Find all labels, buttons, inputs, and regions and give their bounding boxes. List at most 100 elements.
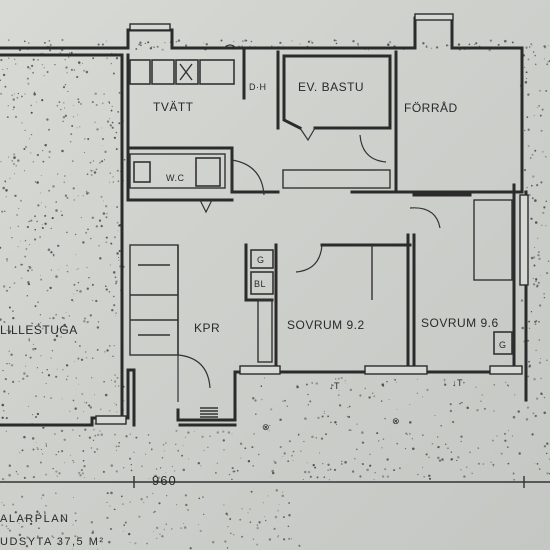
speckle-dot [39, 314, 42, 316]
speckle-dot [535, 397, 539, 400]
speckle-dot [5, 189, 8, 192]
speckle-dot [381, 475, 385, 478]
speckle-dot [483, 407, 486, 410]
speckle-dot [1, 403, 5, 407]
speckle-dot [116, 205, 119, 209]
speckle-dot [128, 532, 131, 536]
speckle-dot [534, 415, 537, 418]
speckle-dot [209, 435, 211, 437]
speckle-dot [34, 347, 37, 350]
speckle-dot [33, 91, 36, 94]
speckle-dot [54, 63, 56, 66]
speckle-dot [14, 93, 15, 95]
speckle-dot [114, 276, 117, 279]
speckle-dot [80, 216, 83, 219]
speckle-dot [13, 153, 16, 156]
speckle-dot [297, 434, 300, 436]
speckle-dot [369, 464, 372, 467]
speckle-dot [65, 378, 68, 381]
speckle-dot [144, 42, 146, 45]
speckle-dot [101, 102, 104, 105]
speckle-dot [111, 121, 114, 124]
speckle-dot [50, 269, 53, 271]
speckle-dot [434, 414, 436, 417]
speckle-dot [41, 497, 42, 499]
speckle-dot [226, 547, 229, 549]
speckle-dot [351, 470, 355, 473]
speckle-dot [155, 526, 159, 530]
speckle-dot [88, 277, 90, 279]
speckle-dot [66, 196, 69, 199]
speckle-dot [504, 439, 507, 442]
speckle-dot [21, 263, 23, 266]
speckle-dot [11, 94, 14, 97]
speckle-dot [57, 451, 60, 453]
speckle-dot [40, 322, 42, 324]
speckle-dot [12, 316, 15, 320]
speckle-dot [421, 396, 424, 398]
speckle-dot [74, 341, 77, 343]
speckle-dot [233, 40, 235, 42]
speckle-dot [307, 393, 309, 396]
speckle-dot [177, 39, 181, 42]
speckle-dot [504, 381, 507, 384]
speckle-dot [7, 393, 10, 395]
speckle-dot [227, 431, 231, 434]
speckle-dot [540, 377, 543, 380]
speckle-dot [307, 40, 310, 43]
speckle-dot [134, 542, 137, 545]
speckle-dot [459, 402, 461, 405]
speckle-dot [535, 349, 537, 352]
speckle-dot [37, 59, 39, 61]
speckle-dot [147, 41, 150, 44]
speckle-dot [62, 115, 66, 119]
speckle-dot [541, 224, 543, 226]
speckle-dot [111, 308, 114, 312]
speckle-dot [252, 465, 255, 467]
speckle-dot [55, 375, 58, 378]
speckle-dot [108, 101, 110, 103]
speckle-dot [63, 462, 65, 464]
speckle-dot [341, 460, 343, 463]
speckle-dot [32, 343, 35, 346]
speckle-dot [10, 364, 14, 367]
speckle-dot [364, 387, 366, 390]
speckle-dot [40, 278, 43, 281]
speckle-dot [43, 67, 45, 69]
speckle-dot [335, 423, 337, 425]
speckle-dot [361, 441, 365, 444]
plan-title: ALARPLAN [0, 513, 69, 525]
speckle-dot [109, 124, 112, 127]
fixtures [129, 59, 513, 418]
speckle-dot [504, 432, 506, 435]
speckle-dot [233, 470, 236, 473]
speckle-dot [222, 439, 225, 442]
speckle-dot [70, 52, 73, 54]
speckle-dot [14, 194, 17, 197]
speckle-dot [504, 39, 507, 43]
speckle-dot [102, 212, 106, 215]
speckle-dot [79, 474, 82, 477]
speckle-dot [80, 469, 83, 472]
speckle-dot [66, 270, 69, 273]
speckle-dot [62, 86, 66, 89]
speckle-dot [48, 189, 51, 192]
speckle-dot [70, 133, 73, 136]
speckle-dot [5, 289, 9, 292]
speckle-dot [122, 503, 124, 505]
speckle-dot [1, 210, 4, 213]
speckle-dot [68, 315, 71, 317]
speckle-dot [40, 448, 42, 450]
speckle-dot [159, 533, 161, 535]
speckle-dot [161, 48, 164, 51]
speckle-dot [348, 415, 351, 419]
speckle-dot [449, 403, 452, 406]
speckle-dot [101, 137, 105, 141]
speckle-dot [546, 442, 549, 445]
speckle-dot [465, 466, 468, 469]
speckle-dot [536, 106, 538, 108]
speckle-dot [46, 289, 49, 292]
speckle-dot [536, 183, 539, 187]
speckle-dot [348, 405, 351, 408]
speckle-dot [3, 504, 5, 507]
